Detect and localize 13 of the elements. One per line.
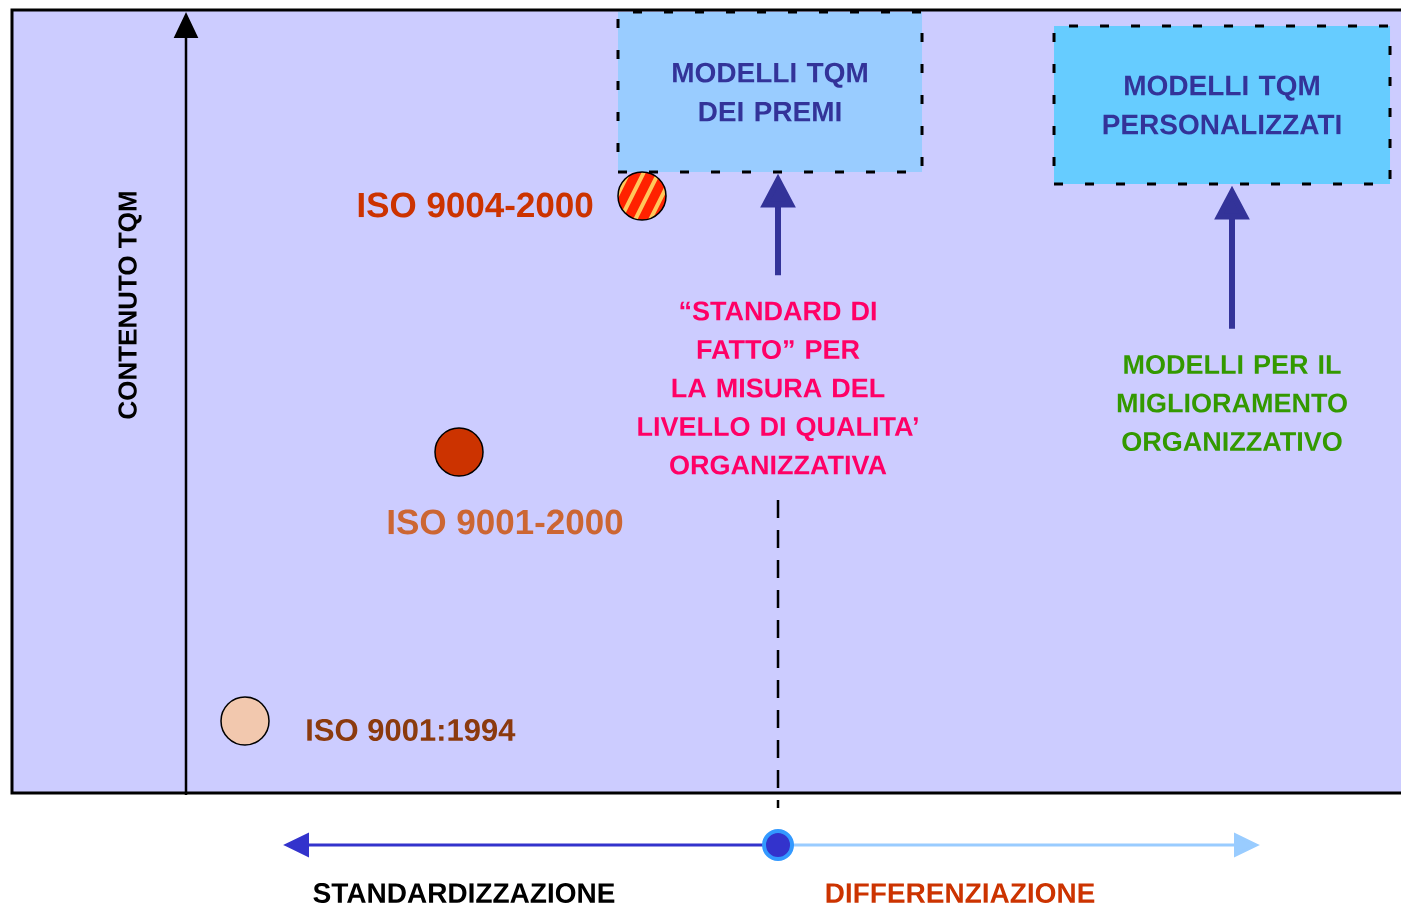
circle-label: ISO 9001-2000 [388, 509, 623, 535]
circle-marker [220, 696, 270, 746]
axis-label: DIFFERENZIAZIONE [826, 883, 1095, 903]
axis-label: STANDARDIZZAZIONE [313, 883, 615, 903]
circle-label: ISO 9001:1994 [307, 719, 516, 741]
dashed-box: MODELLI TQM PERSONALIZZATI [1052, 24, 1392, 186]
circle-marker [434, 427, 484, 477]
dashed-box: MODELLI TQM DEI PREMI [616, 10, 924, 174]
circle-label: ISO 9004-2000 [358, 192, 593, 218]
axis-label: CONTENUTO TQM [118, 192, 142, 419]
note-text: “STANDARD DI FATTO” PER LA MISURA DEL LIVELLO DI QUALITA’ ORGANIZZATIVA [638, 301, 918, 475]
hatched-circle [617, 171, 667, 221]
note-text: MODELLI PER IL MIGLIORAMENTO ORGANIZZATIVO [1117, 354, 1347, 452]
